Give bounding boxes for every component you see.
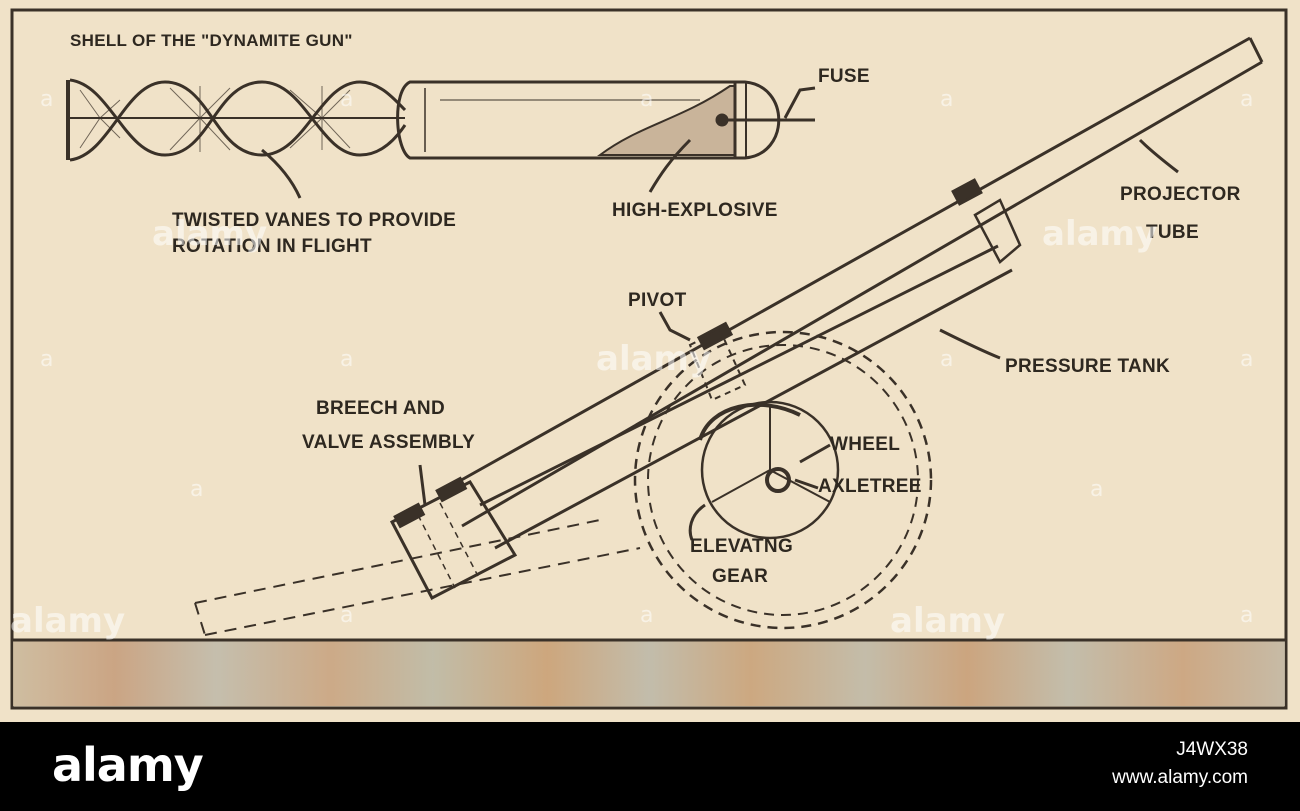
fuse-leader	[783, 86, 816, 119]
projector-label-line1: PROJECTOR	[1120, 184, 1241, 205]
wheel-rim-inner	[647, 344, 919, 616]
breech-leader	[418, 464, 427, 506]
watermark-3: alamy	[596, 339, 711, 379]
pivot-label: PIVOT	[628, 290, 687, 311]
leader-lines	[261, 86, 1179, 541]
watermark-1: alamy	[152, 214, 267, 254]
wheel-rim-outer	[633, 330, 933, 630]
watermark-5: alamy	[890, 601, 1005, 641]
gun-drawing	[194, 36, 1264, 636]
elevating-label-line1: ELEVATNG	[690, 536, 793, 557]
high-explosive-fill	[596, 85, 736, 156]
svg-text:a: a	[640, 603, 653, 628]
vane-helix-upper	[69, 78, 407, 157]
elevating-leader	[688, 503, 706, 541]
vanes-leader	[261, 148, 302, 199]
svg-text:a: a	[340, 603, 353, 628]
diagram-frame	[10, 8, 1288, 710]
breech-label-line1: BREECH AND	[316, 398, 445, 419]
high-explosive-label: HIGH-EXPLOSIVE	[612, 200, 778, 221]
svg-text:a: a	[1240, 347, 1253, 372]
footer-bar: alamy J4WX38 www.alamy.com	[0, 722, 1300, 811]
pivot-collar	[696, 321, 734, 351]
watermark-4: alamy	[10, 601, 125, 641]
projector-leader	[1138, 138, 1179, 174]
footer-site: www.alamy.com	[1112, 767, 1248, 788]
svg-text:a: a	[1240, 87, 1253, 112]
shell-title-label: SHELL OF THE "DYNAMITE GUN"	[70, 31, 353, 50]
gear-spoke-2	[711, 469, 771, 503]
svg-text:a: a	[940, 347, 953, 372]
svg-text:a: a	[1090, 477, 1103, 502]
fuse-head	[715, 113, 729, 127]
elevating-label-line2: GEAR	[712, 566, 768, 587]
pressure-leader	[939, 328, 1001, 360]
ground-strip	[13, 640, 1285, 706]
wheel-leader	[799, 443, 831, 464]
breech-dash-1	[417, 514, 456, 589]
svg-text:a: a	[340, 87, 353, 112]
pressure-tank-cap	[973, 198, 1022, 264]
fuse-label: FUSE	[818, 66, 870, 87]
svg-text:a: a	[190, 477, 203, 502]
svg-text:a: a	[340, 347, 353, 372]
watermark-dots: a a a a a a a a a a a a a a	[40, 87, 1253, 628]
vane-helix-lower	[69, 80, 407, 162]
vanes-label-line1: TWISTED VANES TO PROVIDE	[172, 210, 456, 231]
gear-arc	[698, 402, 801, 441]
breech-dash-2	[439, 502, 479, 577]
breech-cap-1	[393, 502, 426, 529]
svg-text:a: a	[940, 87, 953, 112]
explosive-leader	[648, 138, 692, 193]
vanes-label-line2: ROTATION IN FLIGHT	[172, 236, 372, 257]
paper-background	[0, 0, 1300, 722]
footer-logo: alamy	[52, 738, 204, 792]
breech-cap-2	[435, 476, 468, 503]
svg-text:a: a	[640, 87, 653, 112]
pressure-tank-top	[479, 244, 999, 507]
lowered-barrel-outline	[194, 519, 641, 636]
elevating-gear	[700, 400, 840, 540]
axletree-label: AXLETREE	[818, 476, 922, 497]
projector-tube-top	[439, 36, 1251, 494]
axletree-leader	[794, 478, 819, 490]
gear-spoke-3	[769, 469, 831, 503]
wheel-label: WHEEL	[830, 434, 900, 455]
pressure-tank-bottom	[494, 268, 1013, 550]
axle-hub	[765, 467, 791, 493]
shell-drawing	[66, 78, 815, 162]
pressure-tank-band	[951, 178, 983, 206]
projector-label-line2: TUBE	[1146, 222, 1199, 243]
svg-text:a: a	[40, 347, 53, 372]
pivot-bracket	[688, 328, 747, 402]
footer-image-info: J4WX38 www.alamy.com	[1112, 736, 1248, 792]
pressure-tank-label: PRESSURE TANK	[1005, 356, 1170, 377]
vane-hatching	[79, 86, 351, 152]
svg-text:a: a	[1240, 603, 1253, 628]
footer-image-id: J4WX38	[1176, 739, 1248, 760]
shell-body	[396, 80, 737, 160]
projector-tube-muzzle	[1248, 37, 1264, 63]
svg-text:a: a	[40, 87, 53, 112]
pivot-leader	[658, 311, 691, 342]
watermark-2: alamy	[1042, 214, 1157, 254]
breech-label-line2: VALVE ASSEMBLY	[302, 432, 475, 453]
